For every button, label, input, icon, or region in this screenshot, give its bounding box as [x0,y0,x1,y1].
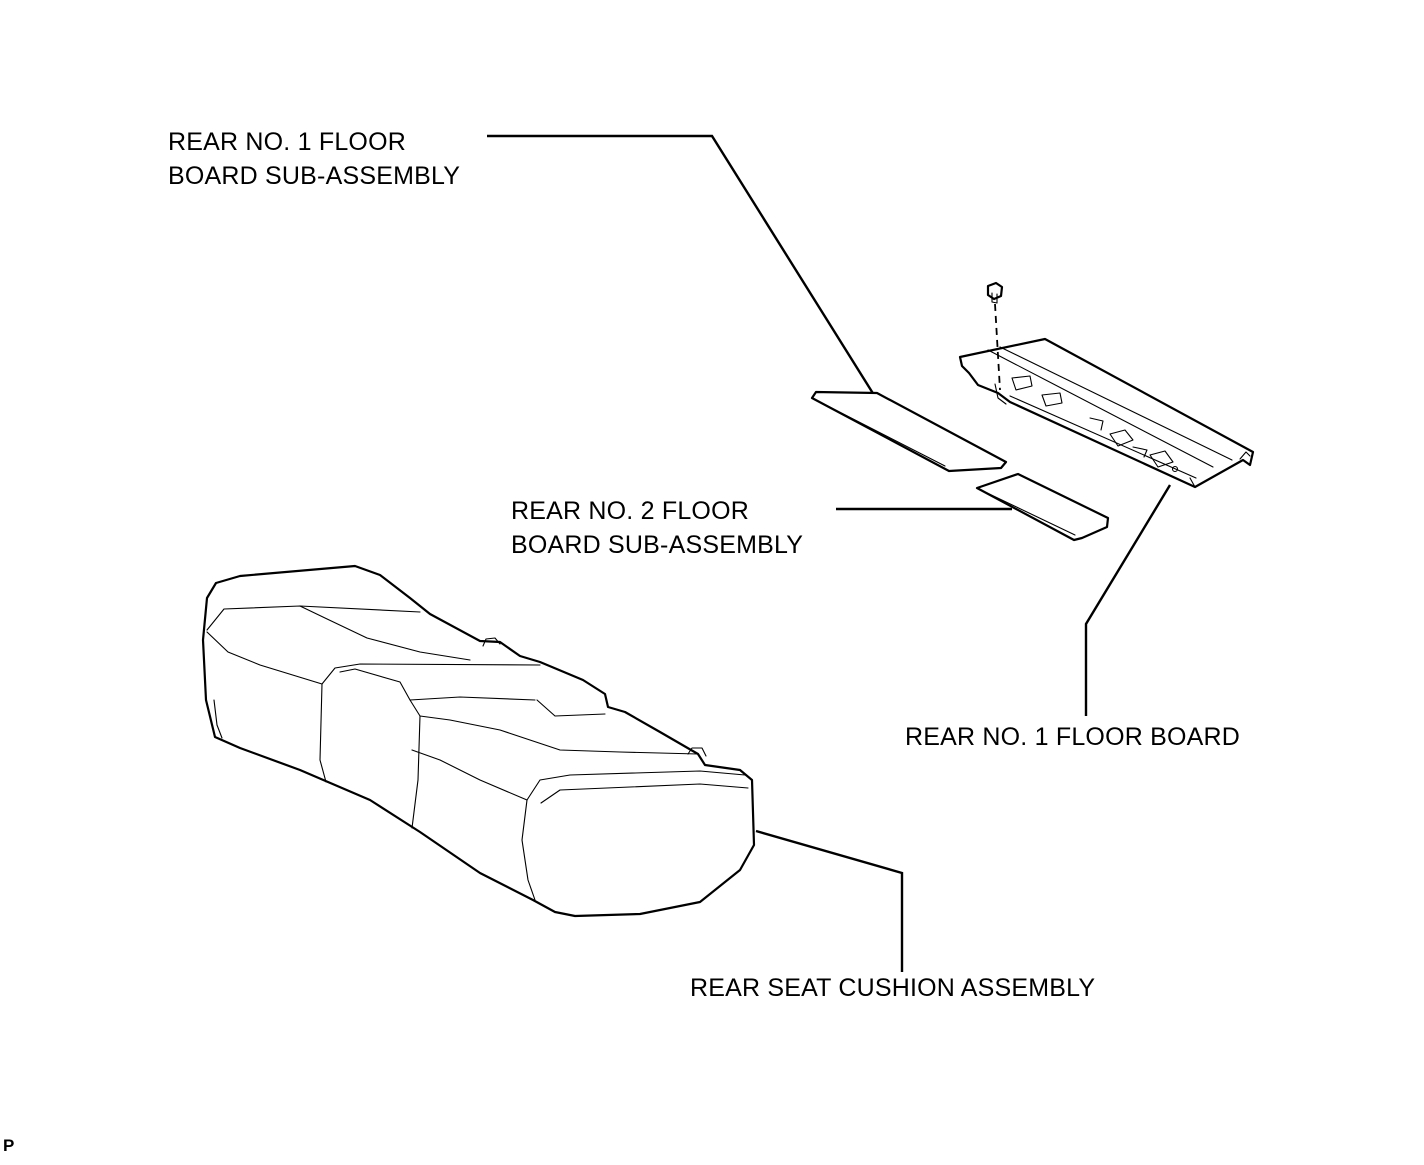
label-line-2: BOARD SUB-ASSEMBLY [511,531,804,559]
label-rear-seat-cushion-assembly: REAR SEAT CUSHION ASSEMBLY [690,974,1096,1002]
label-line-1: REAR NO. 2 FLOOR [511,497,749,525]
corner-marker: P [3,1136,15,1155]
rear-seat-cushion-assembly-part [201,564,756,918]
label-line-1: REAR NO. 1 FLOOR [168,128,406,156]
leader-line-seat-cushion [755,829,904,972]
rear-no2-floor-board-sub-assembly-part [975,472,1110,542]
rear-no1-floor-board-part [958,337,1255,489]
bolt-fastener [986,281,1004,391]
label-line-2: BOARD SUB-ASSEMBLY [168,162,461,190]
label-rear-no1-floor-board: REAR NO. 1 FLOOR BOARD [905,723,1241,751]
rear-no1-floor-board-sub-assembly-part [810,390,1008,473]
leader-line-floor-board-sub-1 [487,134,876,396]
leader-line-floor-board-1 [1084,484,1172,716]
label-rear-no2-floor-board-sub-assembly: REAR NO. 2 FLOOR BOARD SUB-ASSEMBLY [511,494,803,562]
label-rear-no1-floor-board-sub-assembly: REAR NO. 1 FLOOR BOARD SUB-ASSEMBLY [168,125,460,193]
